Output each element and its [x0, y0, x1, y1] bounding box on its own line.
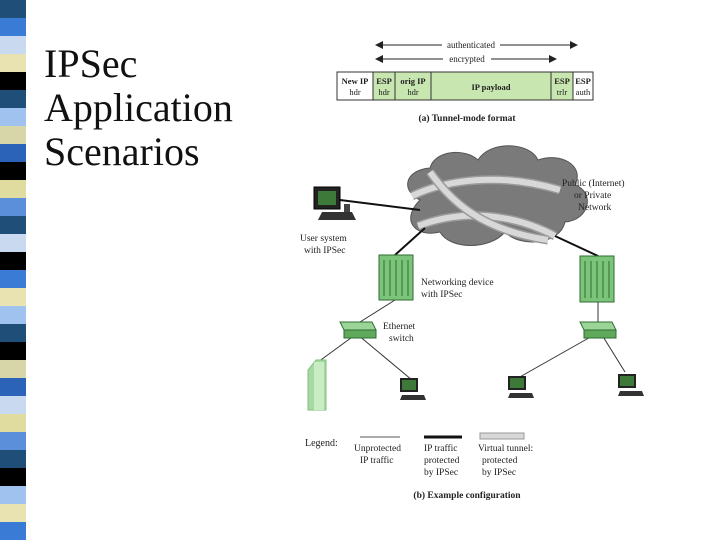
stripe-segment [0, 198, 26, 216]
stripe-segment [0, 396, 26, 414]
stripe-segment [0, 414, 26, 432]
caption-a: (a) Tunnel-mode format [418, 113, 516, 124]
stripe-segment [0, 18, 26, 36]
cloud-label: Public (Internet) or Private Network [562, 178, 627, 213]
stripe-segment [0, 90, 26, 108]
workstation-3 [618, 374, 644, 396]
stripe-segment [0, 378, 26, 396]
stripe-segment [0, 126, 26, 144]
stripe-segment [0, 486, 26, 504]
legend-title: Legend: [305, 438, 338, 449]
ethernet-switch-right [579, 321, 617, 339]
slide-title: IPSec Application Scenarios [44, 42, 233, 174]
packet-field: IP payload [430, 71, 552, 101]
title-line-2: Application [44, 85, 233, 130]
stripe-segment [0, 522, 26, 540]
caption-b: (b) Example configuration [413, 490, 521, 501]
title-line-3: Scenarios [44, 129, 200, 174]
packet-field-sublabel: hdr [407, 87, 419, 97]
ethernet-switch-label: Ethernet switch [383, 322, 418, 344]
stripe-segment [0, 504, 26, 522]
user-system-computer [313, 186, 356, 220]
packet-field-label: ESP [554, 76, 570, 86]
stripe-segment [0, 252, 26, 270]
stripe-segment [0, 306, 26, 324]
legend-item-protected: IP traffic protected by IPSec [424, 443, 462, 478]
networking-device-left [378, 254, 414, 301]
packet-field-sublabel: hdr [349, 87, 361, 97]
packet-field-label: ESP [575, 76, 591, 86]
stripe-segment [0, 216, 26, 234]
stripe-segment [0, 36, 26, 54]
public-network-cloud [407, 145, 588, 246]
networking-device-label: Networking device with IPSec [421, 278, 496, 300]
legend-item-unprotected: Unprotected IP traffic [354, 444, 403, 466]
packet-field-sublabel: trlr [557, 87, 568, 97]
decorative-side-stripe [0, 0, 26, 540]
packet-field-sublabel: hdr [378, 87, 390, 97]
stripe-segment [0, 234, 26, 252]
packet-field-label: ESP [376, 76, 392, 86]
legend-item-virtual-tunnel: Virtual tunnel: protected by IPSec [478, 444, 535, 478]
title-line-1: IPSec [44, 41, 138, 86]
packet-field-label: orig IP [400, 76, 425, 86]
packet-field-label: IP payload [472, 82, 511, 92]
packet-field-sublabel: auth [576, 87, 591, 97]
stripe-segment [0, 108, 26, 126]
stripe-segment [0, 468, 26, 486]
networking-device-right [579, 255, 615, 303]
encrypted-label: encrypted [449, 54, 485, 64]
stripe-segment [0, 288, 26, 306]
stripe-segment [0, 54, 26, 72]
stripe-segment [0, 72, 26, 90]
unprotected-links [317, 299, 626, 381]
legend: Legend: Unprotected IP traffic IP traffi… [305, 432, 535, 478]
workstation-2 [508, 376, 534, 398]
authenticated-label: authenticated [447, 40, 495, 50]
tunnel-mode-format: authenticated encrypted New IPhdrESPhdro… [336, 39, 594, 124]
workstation-1 [400, 378, 426, 400]
stripe-segment [0, 432, 26, 450]
stripe-segment [0, 324, 26, 342]
ethernet-switch-left [339, 321, 377, 339]
stripe-segment [0, 342, 26, 360]
stripe-segment [0, 450, 26, 468]
stripe-segment [0, 0, 26, 18]
stripe-segment [0, 162, 26, 180]
stripe-segment [0, 360, 26, 378]
stripe-segment [0, 180, 26, 198]
server [307, 359, 327, 411]
stripe-segment [0, 270, 26, 288]
packet-field-label: New IP [342, 76, 369, 86]
user-system-label: User system with IPSec [300, 234, 349, 256]
stripe-segment [0, 144, 26, 162]
